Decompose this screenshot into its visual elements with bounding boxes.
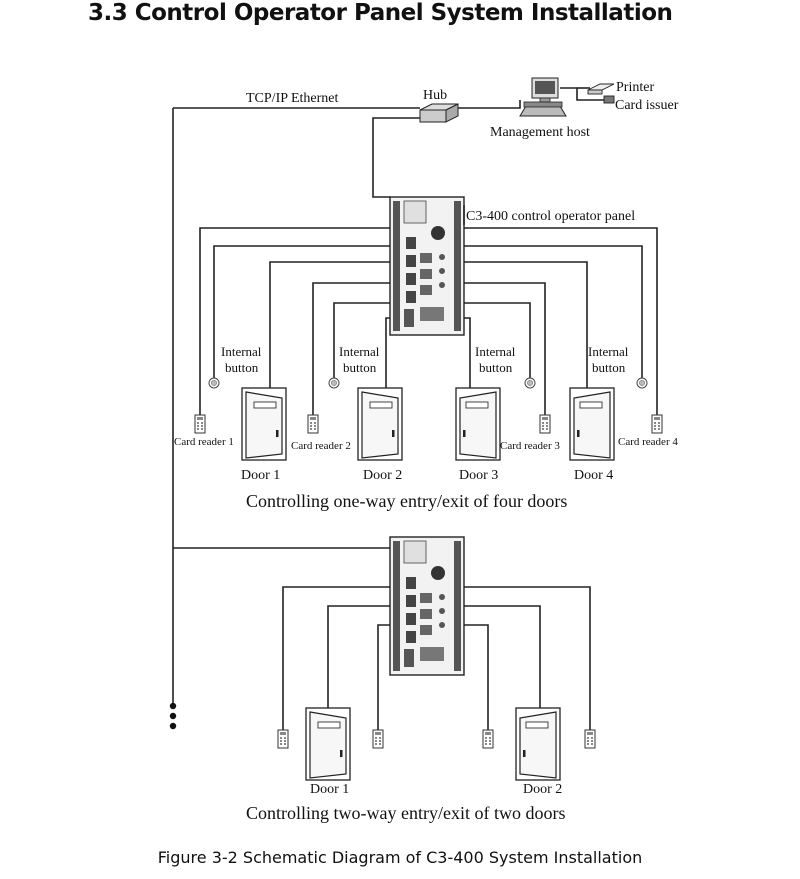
internal-button-label-4b: button	[592, 360, 626, 375]
push-button-icon	[208, 377, 220, 389]
internal-button-label-4a: Internal	[588, 344, 629, 359]
card-reader-icon	[539, 414, 551, 434]
control-panel-board	[389, 196, 465, 336]
door-1-label: Door 1	[241, 468, 280, 483]
computer-icon	[519, 77, 567, 117]
door-icon	[357, 387, 403, 461]
card-issuer-label: Card issuer	[615, 98, 679, 113]
ellipsis-dots	[169, 702, 177, 730]
door-icon	[455, 387, 501, 461]
card-reader-1-label: Card reader 1	[174, 436, 234, 448]
card-reader-icon	[372, 729, 384, 749]
card-reader-icon	[194, 414, 206, 434]
door-2-label: Door 2	[363, 468, 402, 483]
internal-button-label-1a: Internal	[221, 344, 262, 359]
wiring-diagram-2	[282, 586, 591, 730]
door-4-label: Door 4	[574, 468, 613, 483]
printer-icon	[587, 83, 615, 95]
internal-button-label-3a: Internal	[475, 344, 516, 359]
figure-caption: Figure 3-2 Schematic Diagram of C3-400 S…	[157, 848, 643, 867]
card-reader-4-label: Card reader 4	[618, 436, 678, 448]
internal-button-label-2b: button	[343, 360, 377, 375]
door-icon	[569, 387, 615, 461]
push-button-icon	[328, 377, 340, 389]
diagram-1-title: Controlling one-way entry/exit of four d…	[246, 491, 567, 511]
diagram-2-title: Controlling two-way entry/exit of two do…	[246, 803, 565, 823]
ethernet-bus	[172, 100, 521, 705]
internal-button-label-3b: button	[479, 360, 513, 375]
card-reader-icon	[651, 414, 663, 434]
panel-label: C3-400 control operator panel	[466, 209, 635, 224]
card-issuer-icon	[603, 95, 615, 104]
card-reader-icon	[482, 729, 494, 749]
door-1-label-2: Door 1	[310, 782, 349, 797]
door-icon	[305, 707, 351, 781]
printer-label: Printer	[616, 80, 654, 95]
control-panel-board	[389, 536, 465, 676]
push-button-icon	[524, 377, 536, 389]
wiring-diagram-1	[199, 227, 658, 415]
section-heading: 3.3 Control Operator Panel System Instal…	[88, 0, 673, 26]
hub-label: Hub	[423, 88, 447, 103]
card-reader-2-label: Card reader 2	[291, 440, 351, 452]
door-3-label: Door 3	[459, 468, 498, 483]
card-reader-icon	[584, 729, 596, 749]
card-reader-icon	[307, 414, 319, 434]
card-reader-3-label: Card reader 3	[500, 440, 560, 452]
internal-button-label-1b: button	[225, 360, 259, 375]
card-reader-icon	[277, 729, 289, 749]
door-2-label-2: Door 2	[523, 782, 562, 797]
ethernet-label: TCP/IP Ethernet	[246, 91, 339, 106]
door-icon	[241, 387, 287, 461]
hub-icon	[419, 103, 459, 123]
host-label: Management host	[490, 125, 590, 140]
door-icon	[515, 707, 561, 781]
push-button-icon	[636, 377, 648, 389]
internal-button-label-2a: Internal	[339, 344, 380, 359]
